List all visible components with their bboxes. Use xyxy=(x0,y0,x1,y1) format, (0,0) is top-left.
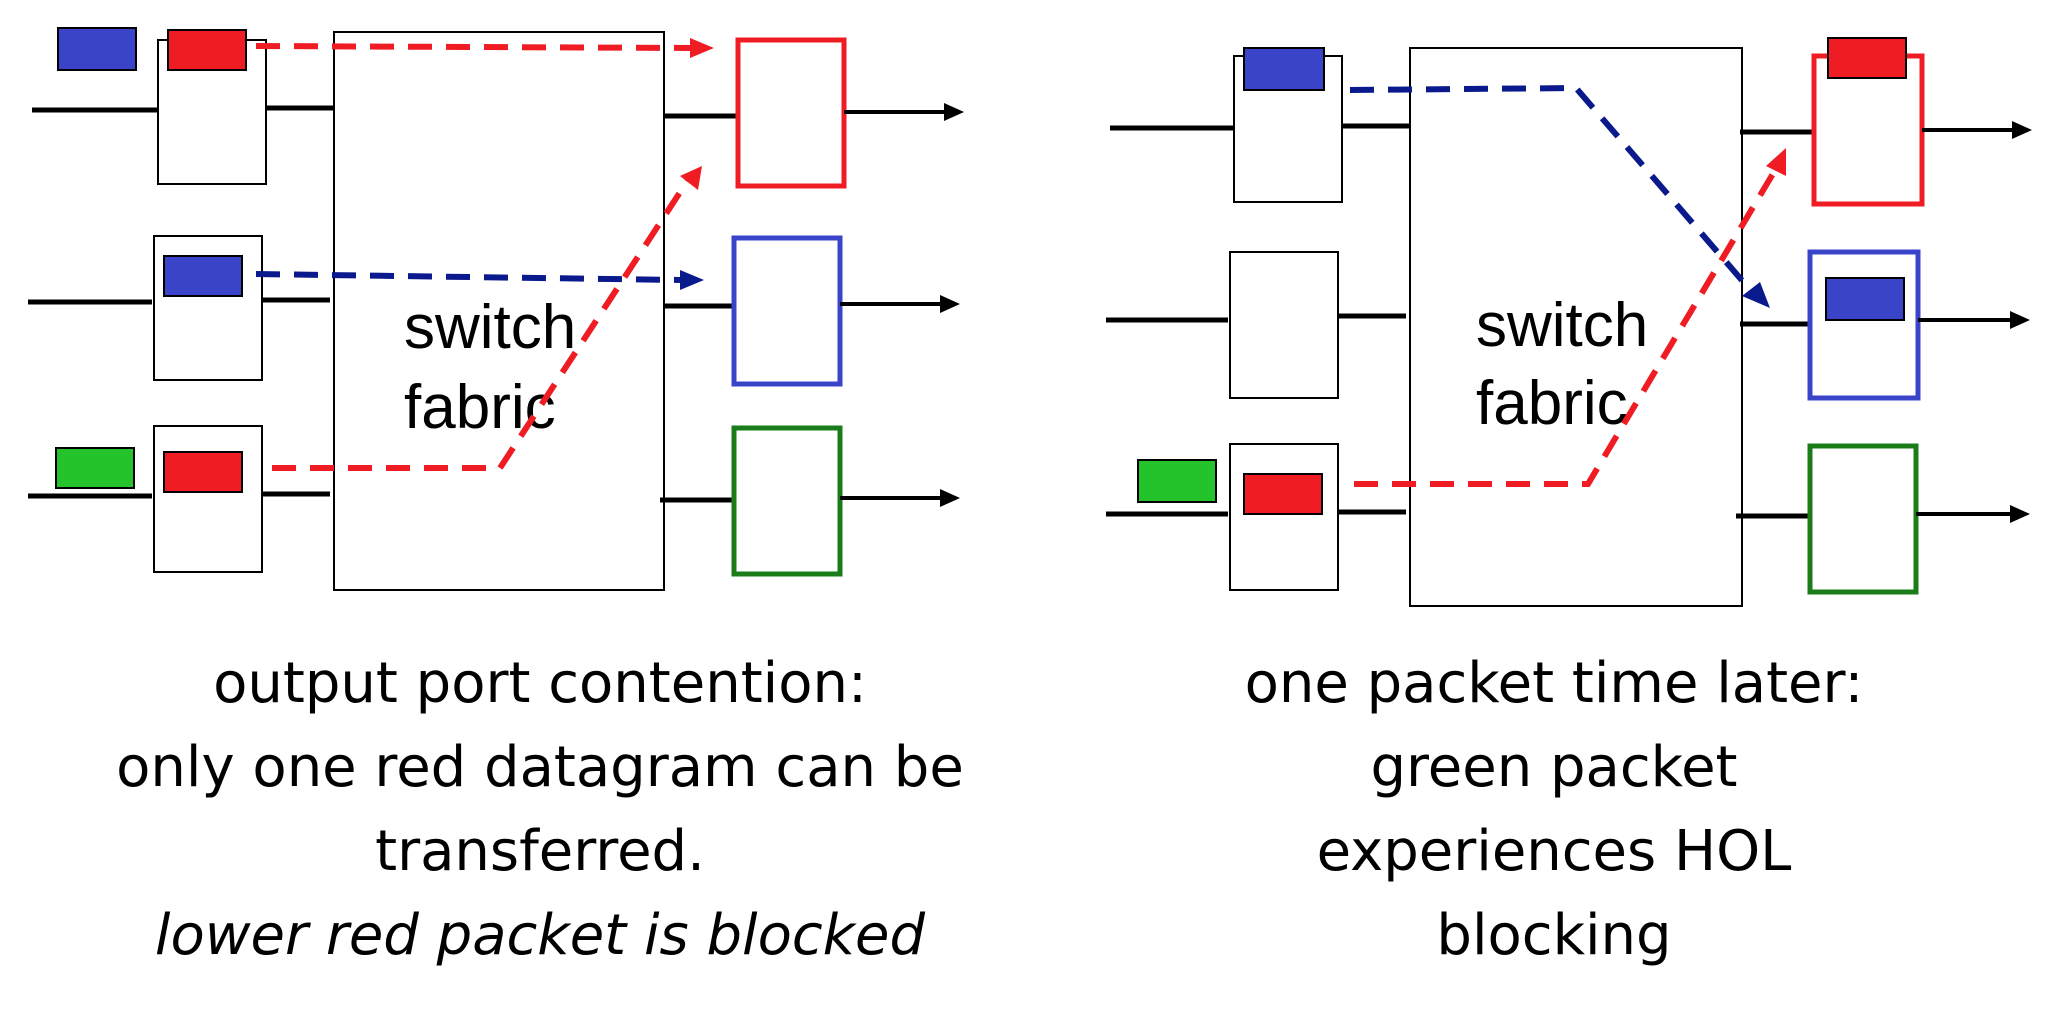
right-input-port-3 xyxy=(1106,443,1406,591)
left-red-arrowhead-top xyxy=(690,38,714,58)
right-red-path xyxy=(1354,170,1777,487)
right-caption: one packet time later: green packet expe… xyxy=(1114,642,1994,978)
left-input-port-1 xyxy=(32,27,334,185)
right-red-arrowhead xyxy=(1766,148,1786,176)
left-caption-line-1: output port contention: xyxy=(213,651,867,716)
left-switch-fabric xyxy=(333,31,665,591)
left-caption-line-2: only one red datagram can be xyxy=(116,735,964,800)
right-caption-line-3: experiences HOL xyxy=(1316,819,1792,884)
left-caption-line-3: transferred. xyxy=(375,819,705,884)
right-red-packet-blocked xyxy=(1243,473,1323,515)
left-output-port-3 xyxy=(660,425,960,577)
left-red-arrowhead-blocked xyxy=(680,166,702,190)
right-green-packet xyxy=(1137,459,1217,503)
left-fabric-label-line1: switch xyxy=(404,293,576,362)
left-red-packet-top xyxy=(167,29,247,71)
left-green-packet xyxy=(55,447,135,489)
left-fabric-label-line2: fabric xyxy=(404,373,556,442)
left-red-path-top xyxy=(255,43,691,51)
left-blue-arrowhead xyxy=(680,270,704,290)
right-caption-line-2: green packet xyxy=(1370,735,1738,800)
right-input-port-2 xyxy=(1106,251,1406,399)
right-blue-packet-delivered xyxy=(1825,277,1905,321)
left-red-packet-bottom xyxy=(163,451,243,493)
left-input-port-2 xyxy=(28,235,330,381)
left-caption: output port contention: only one red dat… xyxy=(60,642,1020,978)
right-switch-fabric xyxy=(1409,47,1743,607)
right-panel: switch fabric xyxy=(1106,37,2032,607)
right-blue-packet-top xyxy=(1243,47,1325,91)
left-output-port-2 xyxy=(664,235,960,387)
right-red-packet-delivered xyxy=(1827,37,1907,79)
right-caption-line-1: one packet time later: xyxy=(1244,651,1864,716)
left-caption-line-4: lower red packet is blocked xyxy=(154,903,926,968)
right-output-port-2 xyxy=(1740,249,2030,401)
left-output-port-1 xyxy=(664,37,964,189)
left-input-port-3 xyxy=(28,425,330,573)
right-caption-line-4: blocking xyxy=(1436,903,1672,968)
left-red-path-blocked xyxy=(272,178,691,471)
left-panel: switch fabric xyxy=(28,27,964,591)
right-fabric-label-line2: fabric xyxy=(1476,369,1628,438)
left-blue-path xyxy=(255,271,681,283)
left-blue-packet-queued xyxy=(57,27,137,71)
right-input-port-1 xyxy=(1110,47,1410,203)
right-output-port-1 xyxy=(1740,37,2032,207)
right-fabric-label-line1: switch xyxy=(1476,291,1648,360)
right-output-port-3 xyxy=(1736,443,2030,595)
left-blue-packet-middle xyxy=(163,255,243,297)
right-blue-arrowhead xyxy=(1742,282,1770,308)
